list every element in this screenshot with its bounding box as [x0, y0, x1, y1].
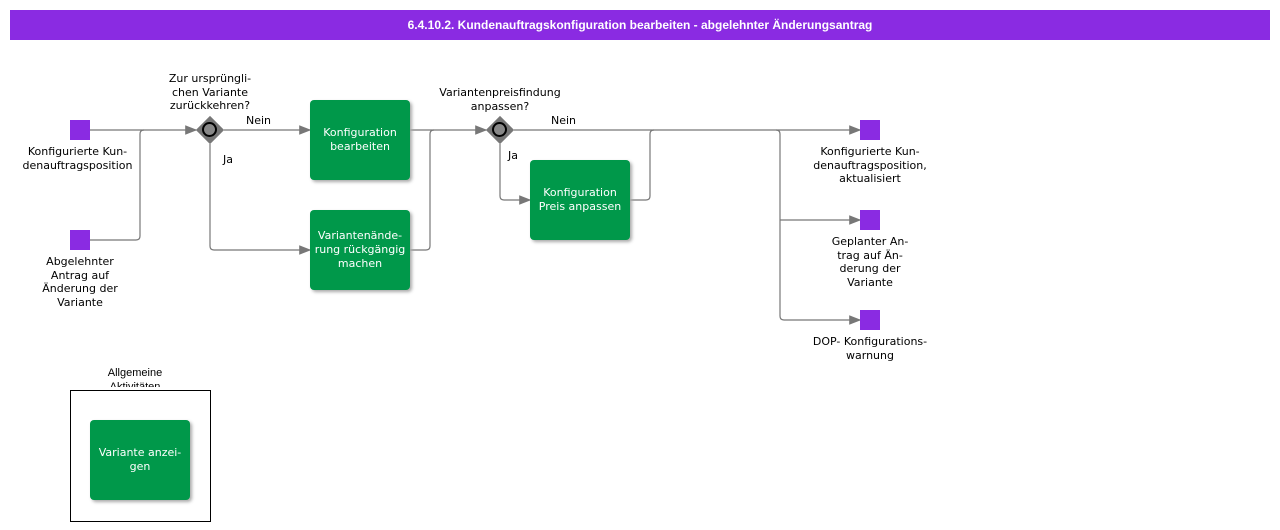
end-event-geplanter-antrag[interactable]: [860, 210, 880, 230]
task-konfiguration-preis-anpassen[interactable]: Konfiguration Preis anpassen: [530, 160, 630, 240]
start-event-label: Abgelehnter Antrag auf Änderung der Vari…: [42, 255, 118, 309]
task-konfiguration-bearbeiten[interactable]: Konfiguration bearbeiten: [310, 100, 410, 180]
start-event-label: Konfigurierte Kun- denauftragsposition: [22, 145, 133, 172]
task-variantenaenderung-rueckgaengig[interactable]: Variantenände-rung rückgängig machen: [310, 210, 410, 290]
flow-label-ja: Ja: [508, 149, 518, 162]
end-event-aktualisiert[interactable]: [860, 120, 880, 140]
group-allgemeine-aktivitaeten: [70, 390, 211, 522]
flow-label-nein: Nein: [246, 114, 272, 127]
start-event-abgelehnter-antrag[interactable]: [70, 230, 90, 250]
gateway-circle-icon: [492, 122, 507, 137]
end-event-label: Geplanter An- trag auf Än- derung der Va…: [831, 235, 909, 289]
gateway-circle-icon: [202, 122, 217, 137]
diagram-title: 6.4.10.2. Kundenauftragskonfiguration be…: [10, 10, 1270, 40]
flow-label-nein: Nein: [551, 114, 577, 127]
end-event-konfigurationswarnung[interactable]: [860, 310, 880, 330]
gateway-label: Zur ursprüngli- chen Variante zurückkehr…: [168, 72, 252, 112]
end-event-label: DOP- Konfigurations- warnung: [812, 335, 928, 362]
group-label: Allgemeine Aktivitäten: [107, 367, 163, 387]
gateway-label: Variantenpreisfindung anpassen?: [439, 86, 561, 113]
task-variante-anzeigen[interactable]: Variante anzei-gen: [90, 420, 190, 500]
start-event-konfigurierte-position[interactable]: [70, 120, 90, 140]
end-event-label: Konfigurierte Kun- denauftragsposition, …: [813, 145, 927, 185]
flow-label-ja: Ja: [223, 153, 233, 166]
